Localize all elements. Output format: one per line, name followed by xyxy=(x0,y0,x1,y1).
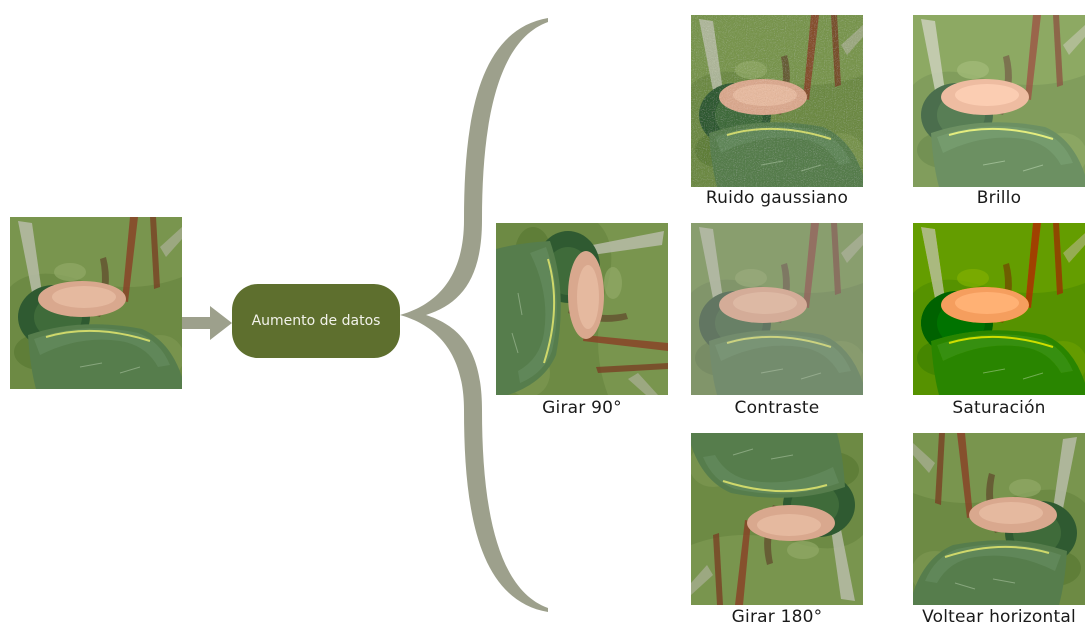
leaf-photo-bright-icon xyxy=(913,15,1085,187)
data-augmentation-node: Aumento de datos xyxy=(232,284,400,358)
leaf-photo-contrast-icon xyxy=(691,223,863,395)
photo-rotate-180 xyxy=(691,433,863,605)
photo-rotate-90 xyxy=(496,223,668,395)
caption-voltear-horizontal: Voltear horizontal xyxy=(899,607,1088,627)
caption-girar-180: Girar 180° xyxy=(677,607,877,627)
caption-brillo: Brillo xyxy=(899,188,1088,208)
source-photo xyxy=(10,217,182,389)
caption-girar-90: Girar 90° xyxy=(482,398,682,418)
photo-horizontal-flip xyxy=(913,433,1085,605)
node-label: Aumento de datos xyxy=(252,313,381,329)
caption-saturacion: Saturación xyxy=(899,398,1088,418)
photo-gaussian-noise xyxy=(691,15,863,187)
leaf-photo-saturated-icon xyxy=(913,223,1085,395)
photo-saturation xyxy=(913,223,1085,395)
leaf-photo-flipped-icon xyxy=(913,433,1085,605)
arrow-right-icon xyxy=(180,303,234,343)
leaf-photo-icon xyxy=(10,217,182,389)
caption-ruido-gaussiano: Ruido gaussiano xyxy=(677,188,877,208)
leaf-photo-rotated-180-icon xyxy=(691,433,863,605)
leaf-photo-noisy-icon xyxy=(691,15,863,187)
photo-brightness xyxy=(913,15,1085,187)
arrow-shape xyxy=(182,306,232,340)
leaf-photo-rotated-90-icon xyxy=(496,223,668,395)
photo-contrast xyxy=(691,223,863,395)
caption-contraste: Contraste xyxy=(677,398,877,418)
